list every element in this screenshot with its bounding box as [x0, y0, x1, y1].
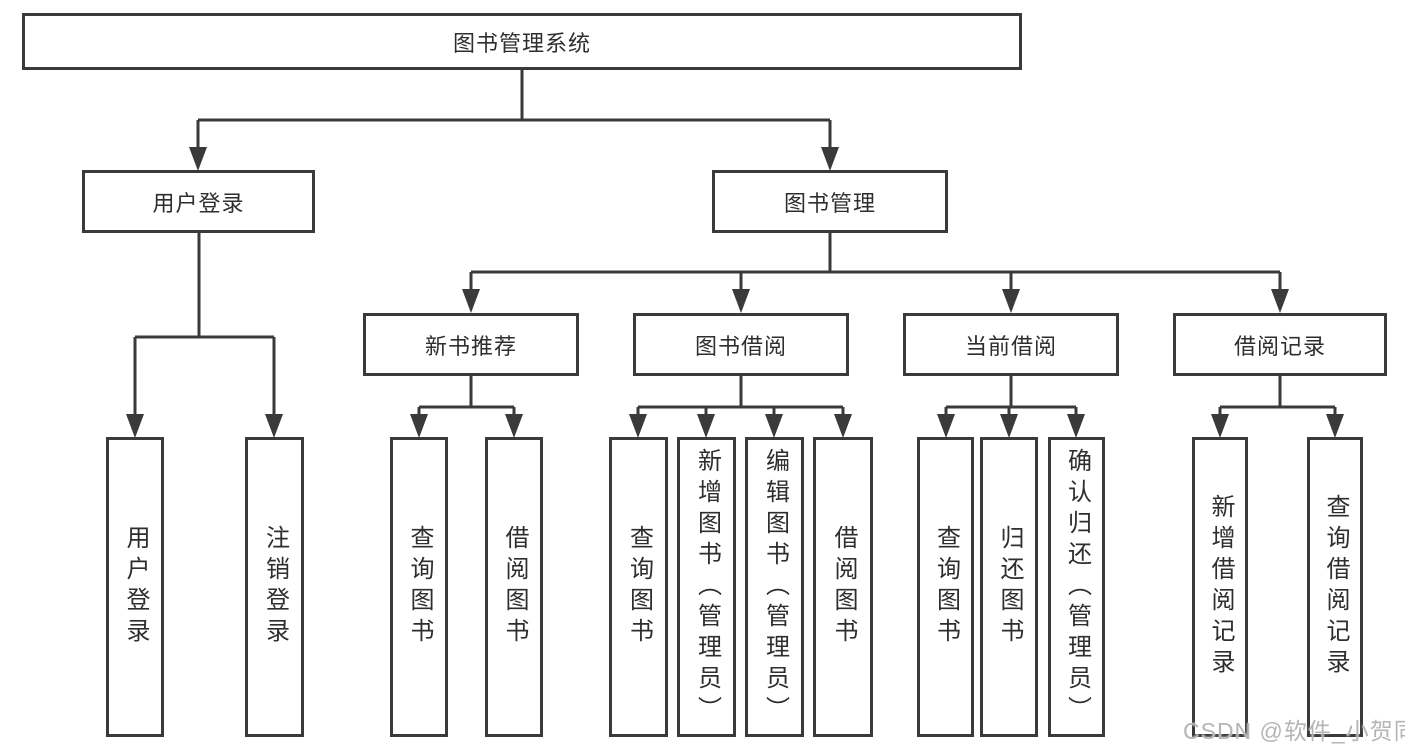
node-book-management: 图书管理 [712, 170, 948, 233]
node-new-book-recommend: 新书推荐 [363, 313, 579, 376]
leaf-query-borrow-record: 查询借阅记录 [1307, 437, 1363, 737]
arrow-down-icon [189, 147, 207, 171]
arrow-down-icon [410, 414, 428, 438]
leaf-borrow-books-recommend: 借阅图书 [485, 437, 543, 737]
node-user-login: 用户登录 [82, 170, 315, 233]
leaf-add-borrow-record: 新增借阅记录 [1192, 437, 1248, 737]
arrow-down-icon [937, 414, 955, 438]
arrow-down-icon [1211, 414, 1229, 438]
node-root-system: 图书管理系统 [22, 13, 1022, 70]
leaf-query-books-recommend: 查询图书 [390, 437, 448, 737]
arrow-down-icon [462, 289, 480, 313]
leaf-borrow-books: 借阅图书 [813, 437, 873, 737]
leaf-return-book: 归还图书 [980, 437, 1038, 737]
leaf-query-books-current: 查询图书 [917, 437, 974, 737]
node-current-borrow: 当前借阅 [903, 313, 1119, 376]
leaf-edit-book-admin: 编辑图书（管理员） [745, 437, 804, 737]
connector-user-login-to-children [133, 231, 276, 420]
leaf-add-book-admin: 新增图书（管理员） [677, 437, 736, 737]
arrow-down-icon [821, 147, 839, 171]
arrow-down-icon [1326, 414, 1344, 438]
node-borrow-records: 借阅记录 [1173, 313, 1387, 376]
csdn-watermark: CSDN @软件_小贺同学 [1183, 718, 1405, 744]
arrow-down-icon [1067, 414, 1085, 438]
arrow-down-icon [697, 414, 715, 438]
connector-book-management-to-level3 [469, 231, 1282, 295]
connector-borrow-records-to-children [1218, 375, 1337, 420]
arrow-down-icon [1271, 289, 1289, 313]
connector-root-to-level2 [196, 68, 832, 153]
arrow-down-icon [834, 414, 852, 438]
leaf-confirm-return-admin: 确认归还（管理员） [1048, 437, 1105, 737]
arrow-down-icon [765, 414, 783, 438]
arrow-down-icon [1000, 414, 1018, 438]
arrow-down-icon [1002, 289, 1020, 313]
leaf-logout: 注销登录 [245, 437, 304, 737]
arrowheads [126, 147, 1344, 438]
node-book-borrow: 图书借阅 [633, 313, 849, 376]
connector-book-borrow-to-children [636, 375, 845, 420]
arrow-down-icon [629, 414, 647, 438]
connector-new-book-recommend-to-children [417, 375, 516, 420]
connector-current-borrow-to-children [944, 375, 1078, 420]
arrow-down-icon [732, 289, 750, 313]
arrow-down-icon [126, 414, 144, 438]
arrow-down-icon [505, 414, 523, 438]
leaf-user-login: 用户登录 [106, 437, 164, 737]
leaf-query-books-borrow: 查询图书 [609, 437, 668, 737]
arrow-down-icon [265, 414, 283, 438]
